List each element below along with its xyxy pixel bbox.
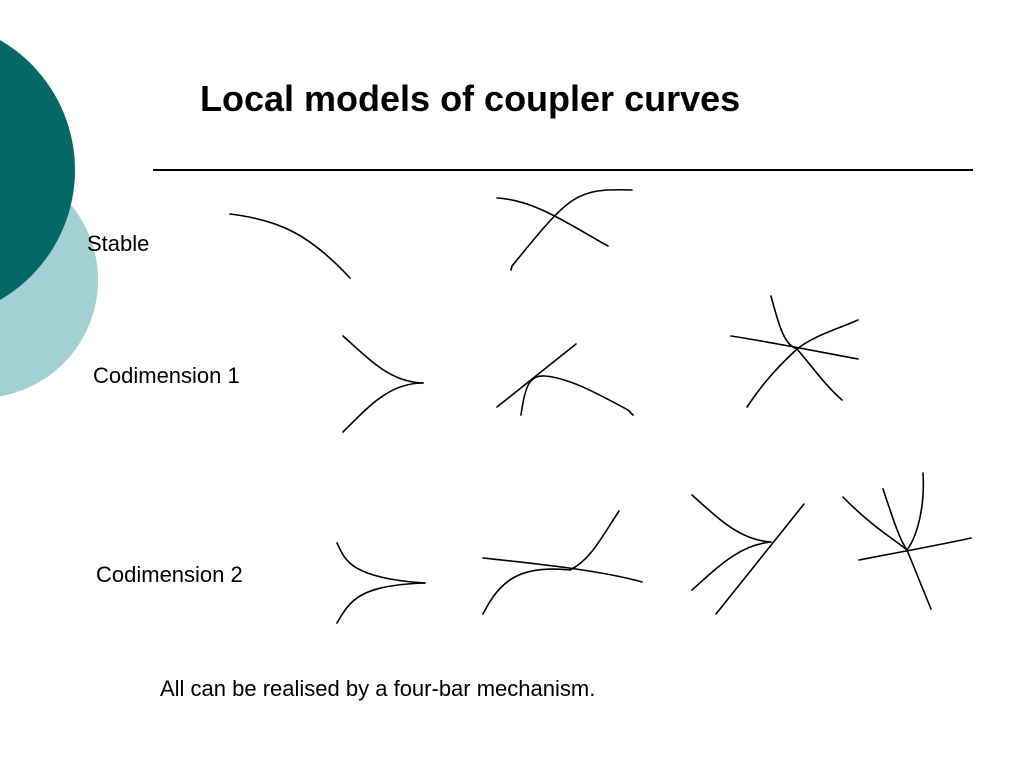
dark-teal-circle xyxy=(0,40,75,300)
curve-codim2-higher-cusp xyxy=(336,542,426,624)
curve-codim2-quadruple-point xyxy=(842,472,972,610)
curve-codim1-triple-point xyxy=(730,295,859,408)
row-label-stable: Stable xyxy=(87,231,150,256)
row-label-codimension-1: Codimension 1 xyxy=(93,363,240,388)
curve-codim1-cusp xyxy=(342,335,424,433)
row-label-codimension-2: Codimension 2 xyxy=(96,562,243,587)
footnote: All can be realised by a four-bar mechan… xyxy=(160,676,596,701)
curve-stable-transverse-crossing xyxy=(496,188,633,271)
curve-codim2-inflection-tangency xyxy=(482,510,643,615)
title-underline xyxy=(153,169,973,171)
curve-codim1-tangency xyxy=(496,343,634,416)
curve-codim2-cusp-with-line xyxy=(691,494,805,615)
slide-title: Local models of coupler curves xyxy=(200,78,741,119)
curve-stable-smooth-arc xyxy=(229,213,351,279)
